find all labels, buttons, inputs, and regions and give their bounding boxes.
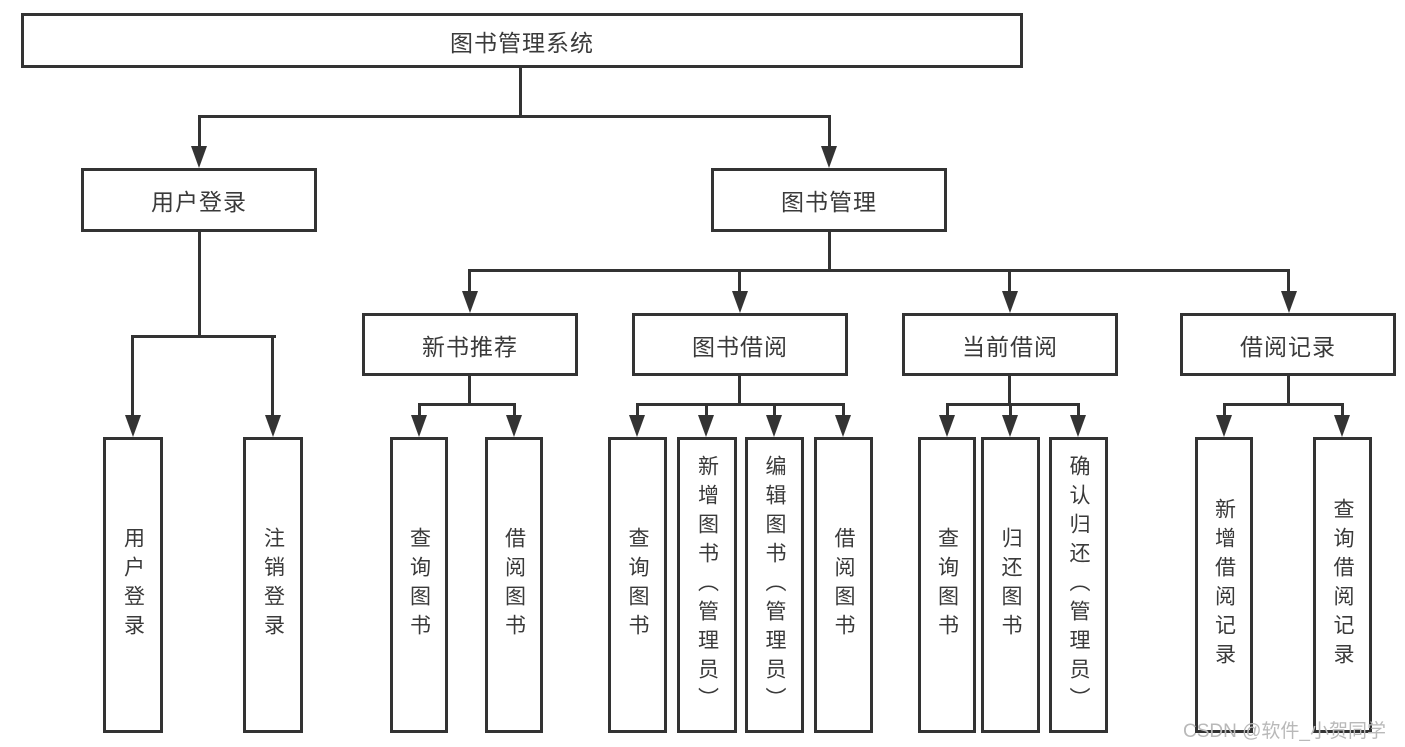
leaf-add-books-admin-label: 新增图书（管理员） <box>695 454 719 716</box>
arrow-down-icon <box>939 415 955 437</box>
node-book-management: 图书管理 <box>711 168 947 232</box>
connector-line <box>468 376 471 406</box>
leaf-return-books-label: 归还图书 <box>999 527 1022 643</box>
arrow-down-icon <box>462 291 478 313</box>
node-user-login-label: 用户登录 <box>151 189 247 215</box>
leaf-borrow-books-label: 借阅图书 <box>832 527 855 643</box>
arrow-down-icon <box>191 146 207 168</box>
node-current-borrowing: 当前借阅 <box>902 313 1118 376</box>
connector-line <box>705 403 708 419</box>
node-user-login: 用户登录 <box>81 168 317 232</box>
arrow-down-icon <box>1070 415 1086 437</box>
arrow-down-icon <box>1216 415 1232 437</box>
connector-line <box>1287 269 1290 293</box>
arrow-down-icon <box>766 415 782 437</box>
connector-line <box>468 269 471 293</box>
connector-line <box>738 376 741 406</box>
csdn-watermark: CSDN @软件_小贺同学 <box>1183 721 1386 742</box>
connector-line <box>1009 403 1012 419</box>
node-borrow-records-label: 借阅记录 <box>1240 333 1336 360</box>
connector-line <box>468 269 1290 272</box>
connector-line <box>636 403 639 419</box>
connector-line <box>946 403 1080 406</box>
leaf-user-login: 用户登录 <box>103 437 163 733</box>
connector-line <box>636 403 845 406</box>
arrow-down-icon <box>835 415 851 437</box>
arrow-down-icon <box>1002 291 1018 313</box>
node-borrow-records: 借阅记录 <box>1180 313 1396 376</box>
node-library-system-label: 图书管理系统 <box>450 29 594 56</box>
leaf-borrow-books-recommend-label: 借阅图书 <box>502 527 526 643</box>
arrow-down-icon <box>821 146 837 168</box>
connector-line <box>828 115 831 150</box>
leaf-query-books-borrowing-label: 查询图书 <box>626 527 649 643</box>
arrow-down-icon <box>732 291 748 313</box>
connector-line <box>773 403 776 419</box>
connector-line <box>131 335 276 338</box>
connector-line <box>1008 376 1011 406</box>
leaf-query-books-current-label: 查询图书 <box>935 527 959 643</box>
node-new-book-recommend-label: 新书推荐 <box>422 333 518 360</box>
connector-line <box>828 232 831 272</box>
connector-line <box>1223 403 1344 406</box>
node-book-borrowing: 图书借阅 <box>632 313 848 376</box>
node-book-management-label: 图书管理 <box>781 189 877 215</box>
node-current-borrowing-label: 当前借阅 <box>962 333 1058 360</box>
leaf-edit-books-admin: 编辑图书（管理员） <box>745 437 804 733</box>
arrow-down-icon <box>1281 291 1297 313</box>
leaf-confirm-return-admin-label: 确认归还（管理员） <box>1067 454 1090 716</box>
node-library-system: 图书管理系统 <box>21 13 1023 68</box>
connector-line <box>1341 403 1344 419</box>
connector-line <box>418 403 516 406</box>
leaf-logout-label: 注销登录 <box>261 527 285 643</box>
arrow-down-icon <box>265 415 281 437</box>
leaf-borrow-books-recommend: 借阅图书 <box>485 437 543 733</box>
leaf-add-borrow-record-label: 新增借阅记录 <box>1212 498 1236 672</box>
arrow-down-icon <box>411 415 427 437</box>
leaf-query-books-recommend-label: 查询图书 <box>407 527 431 643</box>
connector-line <box>198 115 201 150</box>
arrow-down-icon <box>506 415 522 437</box>
node-book-borrowing-label: 图书借阅 <box>692 333 788 360</box>
connector-line <box>198 115 831 118</box>
connector-line <box>513 403 516 419</box>
leaf-edit-books-admin-label: 编辑图书（管理员） <box>763 454 786 716</box>
node-new-book-recommend: 新书推荐 <box>362 313 578 376</box>
connector-line <box>738 269 741 293</box>
arrow-down-icon <box>629 415 645 437</box>
connector-line <box>946 403 949 419</box>
connector-line <box>418 403 421 419</box>
leaf-query-books-borrowing: 查询图书 <box>608 437 667 733</box>
arrow-down-icon <box>1002 415 1018 437</box>
connector-line <box>842 403 845 419</box>
leaf-add-borrow-record: 新增借阅记录 <box>1195 437 1253 733</box>
leaf-return-books: 归还图书 <box>981 437 1040 733</box>
leaf-confirm-return-admin: 确认归还（管理员） <box>1049 437 1108 733</box>
connector-line <box>131 335 134 419</box>
arrow-down-icon <box>698 415 714 437</box>
leaf-user-login-label: 用户登录 <box>121 527 145 643</box>
leaf-query-borrow-record: 查询借阅记录 <box>1313 437 1372 733</box>
connector-line <box>1077 403 1080 419</box>
leaf-query-books-recommend: 查询图书 <box>390 437 448 733</box>
arrow-down-icon <box>125 415 141 437</box>
connector-line <box>271 335 274 419</box>
connector-line <box>1223 403 1226 419</box>
connector-line <box>198 232 201 338</box>
leaf-borrow-books: 借阅图书 <box>814 437 873 733</box>
arrow-down-icon <box>1334 415 1350 437</box>
connector-line <box>1287 376 1290 406</box>
leaf-query-borrow-record-label: 查询借阅记录 <box>1331 498 1354 672</box>
leaf-add-books-admin: 新增图书（管理员） <box>677 437 737 733</box>
leaf-query-books-current: 查询图书 <box>918 437 976 733</box>
leaf-logout: 注销登录 <box>243 437 303 733</box>
connector-line <box>519 68 522 117</box>
connector-line <box>1008 269 1011 293</box>
